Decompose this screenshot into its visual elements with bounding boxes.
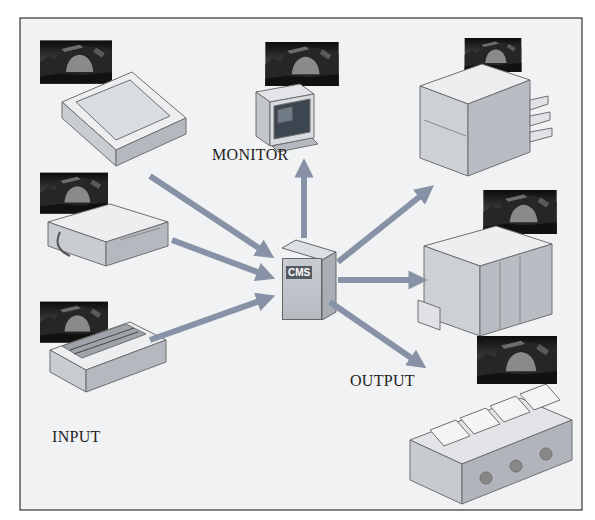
device-label: OUTPUT [350, 372, 415, 390]
cms-box: CMS [282, 258, 322, 320]
cms-label: CMS [286, 266, 312, 279]
device-label: MONITOR [212, 146, 288, 164]
device-label: INPUT [52, 428, 101, 446]
